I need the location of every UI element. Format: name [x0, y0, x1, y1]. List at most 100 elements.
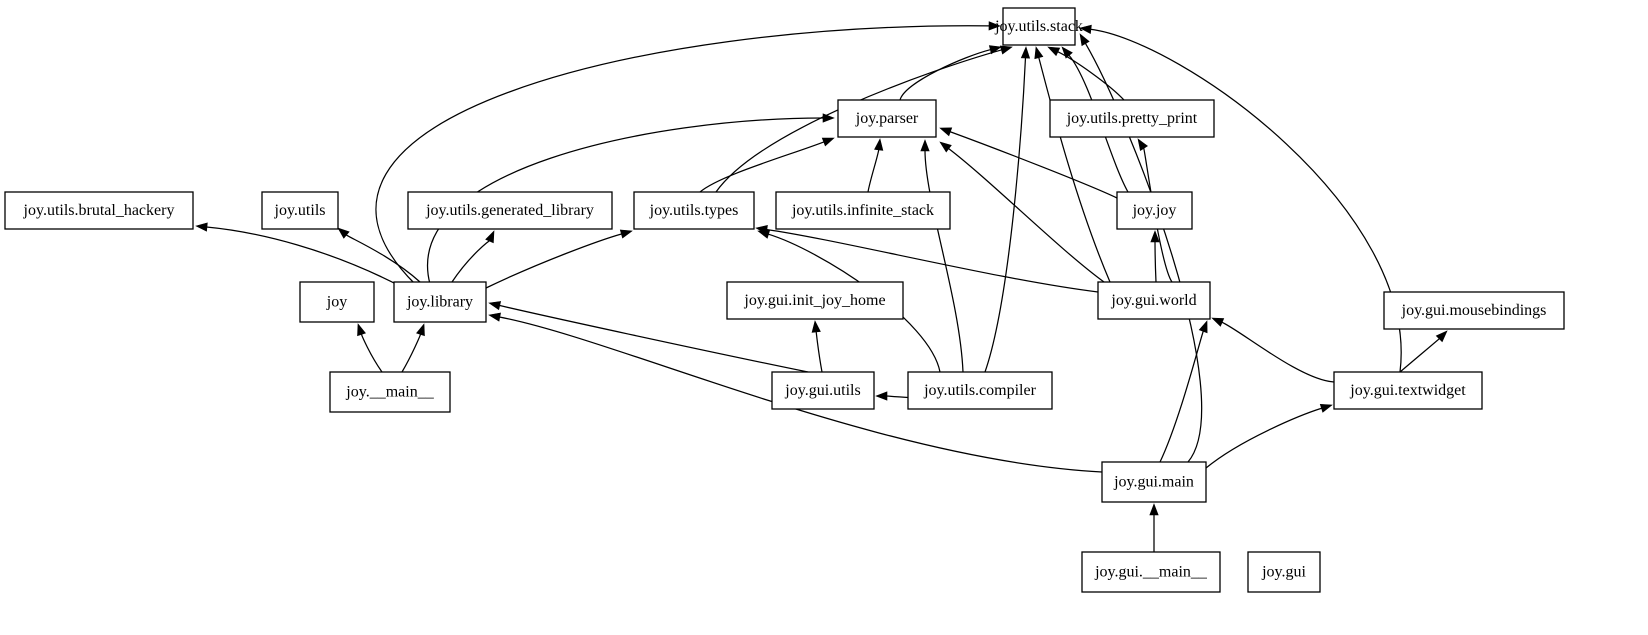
dependency-edge: [360, 333, 383, 373]
edge-arrowhead: [999, 45, 1013, 55]
dependency-edge: [499, 304, 809, 373]
node-label: joy.gui.main: [1113, 474, 1194, 491]
node-box[interactable]: [299, 281, 375, 323]
node-box[interactable]: [633, 191, 755, 230]
graph-node[interactable]: joy.gui.__main__: [1081, 551, 1221, 593]
dependency-edge: [451, 239, 491, 283]
node-box[interactable]: [837, 99, 937, 138]
dependency-edge: [924, 150, 964, 373]
graph-node[interactable]: joy.gui.mousebindings: [1383, 291, 1565, 330]
edge-arrowhead: [1319, 403, 1333, 413]
node-box[interactable]: [1116, 191, 1193, 230]
node-label: joy.library: [406, 294, 473, 311]
graph-node[interactable]: joy.joy: [1116, 191, 1193, 230]
node-label: joy.utils.stack: [994, 18, 1083, 35]
edge-arrowhead: [1079, 33, 1090, 47]
node-box[interactable]: [1097, 281, 1211, 320]
node-label: joy.gui.utils: [784, 382, 860, 399]
edge-arrowhead: [195, 222, 208, 232]
dependency-edge: [867, 149, 880, 193]
edge-arrowhead: [1198, 320, 1208, 334]
dependency-edge: [427, 117, 824, 285]
node-label: joy.joy: [1132, 202, 1177, 219]
graph-node[interactable]: joy.utils.brutal_hackery: [4, 191, 194, 230]
edge-arrowhead: [416, 323, 425, 337]
graph-node[interactable]: joy.parser: [837, 99, 937, 138]
edge-arrowhead: [488, 301, 502, 311]
dependency-edge: [984, 57, 1027, 373]
graph-node[interactable]: joy.utils.infinite_stack: [775, 191, 951, 230]
dependency-edge: [375, 25, 990, 285]
node-label: joy.utils.generated_library: [425, 202, 594, 219]
graph-node[interactable]: joy.gui.textwidget: [1333, 371, 1483, 410]
dependency-edge: [1205, 407, 1323, 469]
dependency-edge: [1084, 42, 1203, 463]
graph-node[interactable]: joy.library: [393, 281, 487, 323]
edge-arrowhead: [988, 21, 1001, 31]
node-box[interactable]: [1333, 371, 1483, 410]
dependency-edge: [499, 316, 1103, 473]
node-label: joy.gui.mousebindings: [1401, 302, 1547, 319]
node-label: joy.utils.infinite_stack: [791, 202, 934, 219]
node-box[interactable]: [4, 191, 194, 230]
dependency-edge: [1221, 321, 1335, 383]
edge-arrowhead: [939, 141, 952, 153]
node-label: joy.utils.pretty_print: [1066, 110, 1198, 127]
edge-arrowhead: [619, 229, 633, 239]
graph-node[interactable]: joy.utils: [261, 191, 339, 230]
dependency-edge: [1399, 337, 1441, 373]
edge-arrowhead: [1435, 330, 1448, 343]
edge-arrowhead: [988, 45, 1002, 55]
edge-arrowhead: [874, 138, 884, 151]
node-box[interactable]: [329, 371, 451, 413]
node-box[interactable]: [1247, 551, 1321, 593]
node-box[interactable]: [1383, 291, 1565, 330]
graph-node[interactable]: joy.gui.init_joy_home: [726, 281, 904, 320]
dependency-edge: [401, 333, 422, 373]
dependency-edge: [485, 233, 623, 289]
edge-arrowhead: [1079, 24, 1092, 34]
graph-node[interactable]: joy.gui.main: [1101, 461, 1207, 503]
graph-node[interactable]: joy.utils.compiler: [907, 371, 1053, 410]
graph-node[interactable]: joy.gui.utils: [771, 371, 875, 410]
dependency-edge: [1038, 56, 1111, 283]
edge-arrowhead: [811, 320, 821, 333]
dependency-edge: [766, 228, 1099, 293]
dependency-edge: [1154, 240, 1157, 283]
edge-arrowhead: [488, 312, 501, 322]
dependency-edge: [345, 234, 421, 283]
graph-node[interactable]: joy.__main__: [329, 371, 451, 413]
dependency-edge: [1159, 330, 1204, 463]
node-box[interactable]: [726, 281, 904, 320]
graph-node[interactable]: joy.utils.types: [633, 191, 755, 230]
graph-node[interactable]: joy.utils.pretty_print: [1049, 99, 1215, 138]
node-box[interactable]: [775, 191, 951, 230]
dependency-edge: [206, 226, 401, 287]
node-box[interactable]: [771, 371, 875, 410]
node-box[interactable]: [407, 191, 613, 230]
node-box[interactable]: [261, 191, 339, 230]
node-label: joy.utils.brutal_hackery: [23, 202, 175, 219]
graph-node[interactable]: joy.utils.stack: [994, 7, 1083, 46]
graph-node[interactable]: joy.gui.world: [1097, 281, 1211, 320]
node-box[interactable]: [1002, 7, 1076, 46]
node-label: joy.utils.compiler: [923, 382, 1037, 399]
node-label: joy.gui: [1261, 564, 1306, 581]
edge-arrowhead: [1034, 46, 1044, 60]
graph-node[interactable]: joy.gui: [1247, 551, 1321, 593]
node-label: joy.gui.__main__: [1094, 564, 1208, 581]
edge-arrowhead: [1149, 503, 1159, 516]
node-label: joy.utils: [274, 202, 326, 219]
node-box[interactable]: [1049, 99, 1215, 138]
graph-node[interactable]: joy: [299, 281, 375, 323]
node-label: joy.gui.textwidget: [1349, 382, 1466, 399]
node-box[interactable]: [1101, 461, 1207, 503]
edge-arrowhead: [1047, 46, 1061, 57]
node-label: joy.gui.init_joy_home: [743, 292, 885, 309]
node-box[interactable]: [393, 281, 487, 323]
node-box[interactable]: [907, 371, 1053, 410]
edge-arrowhead: [485, 230, 495, 244]
graph-node[interactable]: joy.utils.generated_library: [407, 191, 613, 230]
node-box[interactable]: [1081, 551, 1221, 593]
